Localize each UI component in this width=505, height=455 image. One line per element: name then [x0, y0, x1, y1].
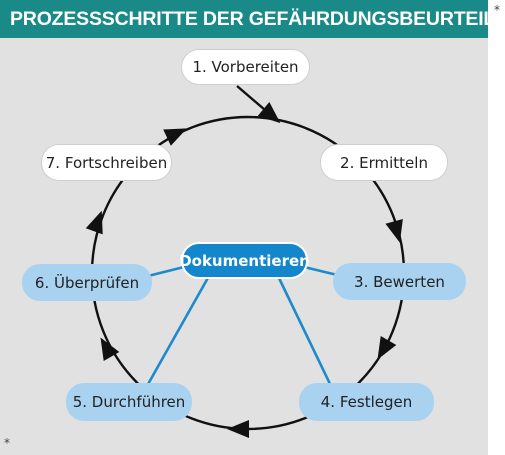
- connector-durchfuehren: [145, 275, 211, 387]
- arrowhead-entry: [257, 102, 281, 124]
- step-festlegen: 4. Festlegen: [299, 383, 434, 421]
- connector-festlegen: [276, 275, 333, 387]
- step-ueberpruefen: 6. Überprüfen: [22, 264, 152, 301]
- arrowhead-bewerten: [385, 219, 403, 243]
- arrowhead-fortschreiben: [85, 210, 103, 235]
- step-durchfuehren: 5. Durchführen: [66, 383, 192, 421]
- step-bewerten: 3. Bewerten: [333, 263, 466, 300]
- step-vorbereiten: 1. Vorbereiten: [181, 49, 310, 85]
- arrowhead-vorbereiten: [163, 128, 187, 146]
- step-fortschreiben: 7. Fortschreiben: [41, 144, 172, 181]
- arrowhead-ueberpruefen: [100, 337, 120, 362]
- footnote-mark-top: *: [494, 3, 500, 17]
- footnote-mark-bottom: *: [4, 436, 10, 450]
- diagram-title: PROZESSSCHRITTE DER GEFÄHRDUNGSBEURTEILU…: [0, 0, 488, 38]
- center-dokumentieren: Dokumentieren: [179, 242, 310, 279]
- step-ermitteln: 2. Ermitteln: [320, 144, 448, 181]
- arrowhead-festlegen: [377, 335, 397, 360]
- arrowhead-durchfuehren: [227, 420, 249, 438]
